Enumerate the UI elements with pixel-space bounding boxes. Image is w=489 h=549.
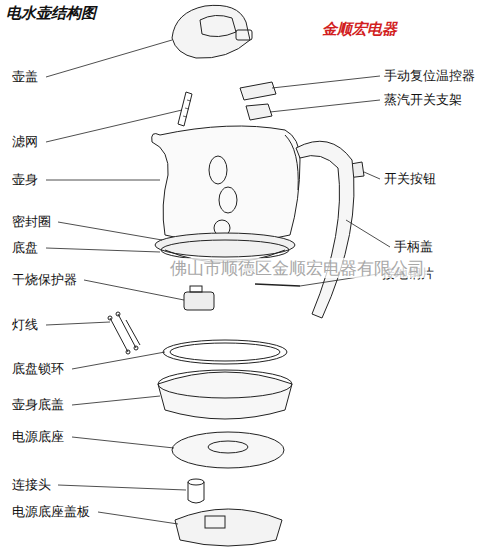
part-label: 壶盖 xyxy=(12,69,38,85)
part-label: 开关按钮 xyxy=(384,171,436,187)
part-label: 手柄盖 xyxy=(394,239,433,255)
part-label: 干烧保护器 xyxy=(12,272,77,288)
part-label: 电源底座盖板 xyxy=(12,504,90,520)
part-label: 连接头 xyxy=(12,477,51,493)
diagram-title: 电水壶结构图 xyxy=(6,4,96,22)
part-label: 底盘 xyxy=(12,240,38,256)
part-label: 底盘锁环 xyxy=(12,361,64,377)
part-label: 手动复位温控器 xyxy=(384,68,475,84)
part-label: 壶身底盖 xyxy=(12,397,64,413)
part-label: 蒸汽开关支架 xyxy=(384,92,462,108)
part-label: 电源底座 xyxy=(12,429,64,445)
brand-name: 金顺宏电器 xyxy=(322,20,397,38)
watermark: 佛山市顺德区金顺宏电器有限公司 xyxy=(168,258,427,278)
part-label: 壶身 xyxy=(12,172,38,188)
part-label: 密封圈 xyxy=(12,214,51,230)
part-label: 滤网 xyxy=(12,134,38,150)
part-label: 灯线 xyxy=(12,317,38,333)
